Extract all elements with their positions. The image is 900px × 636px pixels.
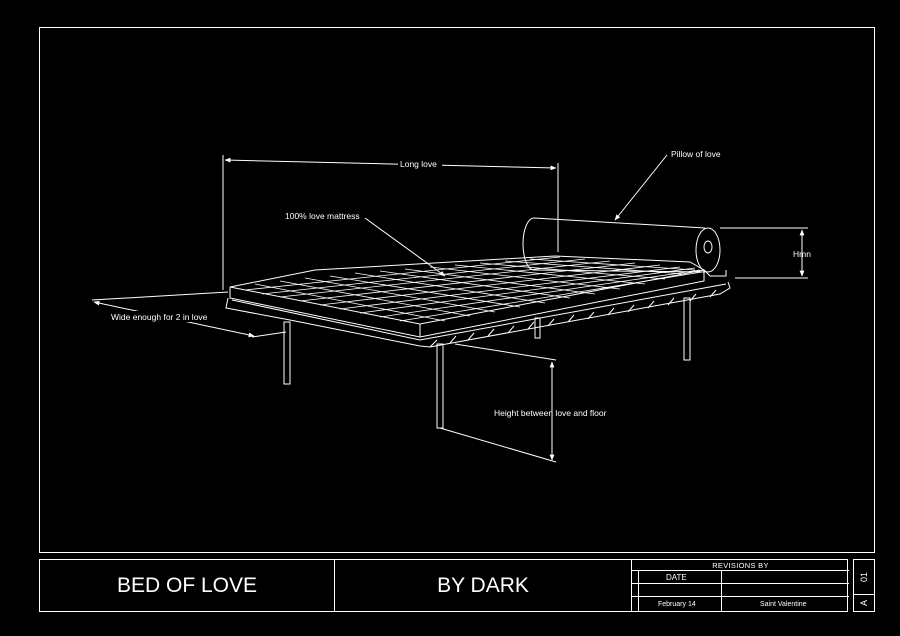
label-pillow: Pillow of love	[671, 149, 721, 159]
label-hmn: Hmn	[793, 249, 811, 259]
drawing-title: BED OF LOVE	[40, 560, 335, 611]
sheet-number: 01	[858, 571, 869, 583]
date-label: DATE	[666, 572, 687, 582]
label-mattress: 100% love mattress	[285, 211, 360, 221]
dimension-height	[439, 343, 557, 463]
mattress	[229, 255, 706, 338]
drawing-author: BY DARK	[335, 560, 632, 611]
revised-by: Saint Valentine	[760, 601, 807, 608]
sheet-letter: A	[858, 599, 869, 607]
revisions-table: REVISIONS BY DATE February 14 Saint Vale…	[632, 560, 849, 611]
drawing-frame	[39, 27, 875, 553]
revisions-header: REVISIONS BY	[632, 560, 849, 571]
label-height: Height between love and floor	[494, 408, 607, 418]
dimension-hmn	[720, 227, 808, 279]
date-value: February 14	[658, 601, 696, 608]
leader-mattress	[364, 217, 446, 277]
dimension-long	[222, 155, 559, 290]
sheet-block: 01 A	[853, 559, 875, 612]
label-wide: Wide enough for 2 in love	[111, 312, 208, 322]
bed-legs	[283, 297, 691, 429]
label-long-love: Long love	[400, 159, 437, 169]
pillow	[522, 217, 727, 277]
leader-pillow	[614, 154, 668, 221]
title-block: BED OF LOVE BY DARK REVISIONS BY DATE Fe…	[39, 559, 849, 612]
